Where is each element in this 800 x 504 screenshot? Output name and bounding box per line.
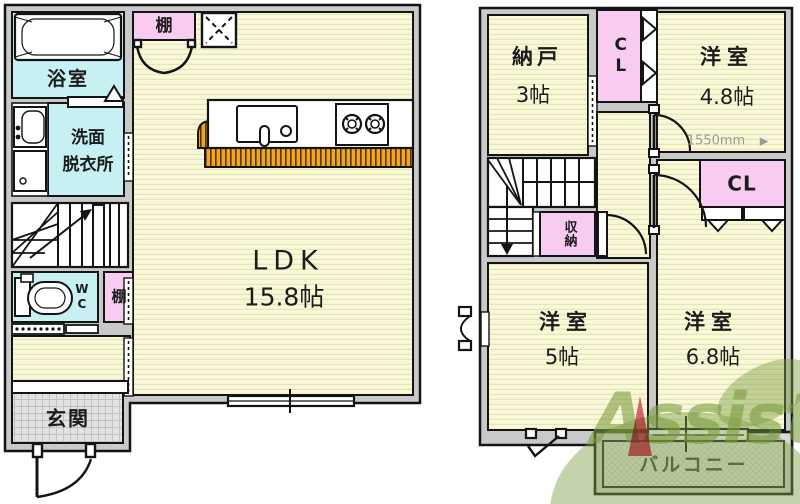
bath-room — [11, 11, 125, 99]
sliding-door-icons-1f — [123, 132, 134, 397]
double-door-icon — [132, 38, 197, 75]
kitchen-counter-icon — [197, 98, 415, 168]
bath-door-icon — [103, 84, 125, 102]
door-room-sw-icon — [597, 211, 648, 257]
washroom-label-1: 洗面 — [71, 128, 105, 149]
room-sw-size-label: 5帖 — [544, 344, 580, 369]
room-se-size-label: 6.8帖 — [685, 344, 741, 369]
window-west-icon — [457, 305, 490, 352]
closet-east — [699, 159, 786, 233]
room-ne — [656, 11, 786, 153]
washroom — [47, 84, 125, 197]
sink-icon — [236, 105, 298, 147]
shelf-side-label: 棚 — [111, 287, 127, 306]
entrance-door-icon — [31, 442, 97, 499]
ldk-label: LDK — [252, 245, 324, 277]
entrance-label: 玄関 — [46, 406, 90, 431]
stairs-1f-icon — [10, 201, 130, 269]
window-ldk-south-icon — [226, 389, 356, 413]
dimension-label: 1550mm — [686, 133, 746, 149]
unit-1f — [3, 3, 422, 499]
balcony-label: バルコニー — [639, 454, 749, 477]
storeroom-size-label: 3帖 — [515, 82, 551, 107]
wc-label: WC — [74, 282, 89, 312]
closet-mid — [532, 211, 596, 257]
ldk-room — [132, 11, 414, 396]
room-ne-size-label: 4.8帖 — [699, 84, 755, 109]
washroom-label-2: 脱衣所 — [62, 155, 114, 176]
ldk-size-label: 15.8帖 — [243, 282, 325, 312]
hallway-1f — [11, 335, 131, 383]
bifold-door-icon — [640, 9, 658, 103]
shoe-cabinet-icon — [11, 323, 99, 335]
dimension-arrow-icon: ▶ — [759, 134, 769, 148]
closet-mid-label: 収納 — [561, 220, 577, 248]
shelf-top — [132, 11, 196, 41]
closet-east-label: CL — [727, 171, 757, 196]
entrance-step-icon — [11, 380, 129, 394]
washer-icon — [11, 102, 49, 197]
wc-room — [11, 271, 99, 323]
stairs-2f-icon — [486, 156, 597, 258]
room-se-label: 洋室 — [684, 309, 738, 334]
room-sw-label: 洋室 — [539, 309, 593, 334]
hatch-box-icon — [200, 11, 238, 49]
stove-icon — [335, 103, 389, 146]
bath-label: 浴室 — [46, 68, 90, 91]
storeroom-door-icon — [587, 75, 598, 147]
room-sw — [487, 262, 649, 431]
door-room-ne-icon — [648, 104, 692, 158]
closet-top-label: CL — [610, 35, 631, 77]
room-ne-label: 洋室 — [700, 44, 754, 69]
door-room-se-icon — [648, 164, 708, 235]
entrance-room — [11, 380, 129, 444]
unit-2f — [457, 6, 794, 496]
shelf-top-label: 棚 — [155, 16, 173, 37]
toilet-icon — [14, 273, 73, 317]
storeroom — [487, 14, 589, 156]
storeroom-label: 納戸 — [512, 44, 562, 69]
bathtub-icon — [13, 12, 123, 62]
